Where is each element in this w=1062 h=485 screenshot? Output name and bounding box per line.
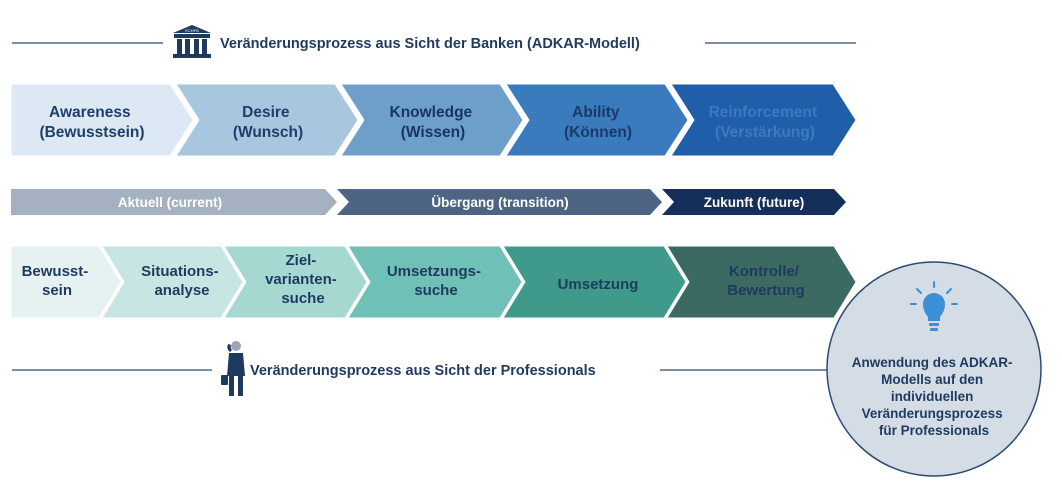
pro-step-line: Umsetzung: [558, 276, 639, 293]
pro-step-line: Ziel-: [285, 252, 316, 269]
pro-step-label: Kontrolle/ Bewertung: [727, 263, 805, 299]
adkar-step-label: Reinforcement (Verstärkung): [709, 104, 822, 141]
header-title: Veränderungsprozess aus Sicht der Banken…: [220, 36, 640, 52]
businessman-icon: [221, 341, 245, 396]
adkar-step-label: Awareness (Bewusstsein): [39, 104, 144, 141]
pro-step-line: analyse: [154, 282, 209, 299]
adkar-step-line2: (Bewusstsein): [39, 124, 144, 141]
adkar-step-line1: Desire: [242, 104, 290, 121]
adkar-step-line1: Knowledge: [390, 104, 473, 121]
adkar-step-label: Knowledge (Wissen): [390, 104, 477, 141]
pro-step-zielvariantensuche: Ziel- varianten- suche: [223, 245, 368, 319]
chevron-shape: [223, 245, 368, 319]
pro-step-line: varianten-: [265, 271, 337, 288]
chevron-shape: [340, 83, 524, 157]
adkar-step-desire: Desire (Wunsch): [175, 83, 359, 157]
phase-current: Aktuell (current): [11, 189, 337, 215]
pro-step-bewusstsein: Bewusst- sein: [10, 245, 122, 319]
pro-step-label: Umsetzungs- suche: [387, 263, 485, 299]
callout-line: individuellen: [891, 389, 974, 404]
chevron-shape: [502, 245, 687, 319]
adkar-step-awareness: Awareness (Bewusstsein): [10, 83, 194, 157]
footer-title: Veränderungsprozess aus Sicht der Profes…: [250, 363, 596, 379]
pro-step-label: Bewusst- sein: [22, 263, 93, 299]
pro-step-label: Ziel- varianten- suche: [265, 252, 341, 307]
phase-shape: [662, 189, 846, 215]
callout: Anwendung des ADKAR- Modells auf den ind…: [826, 261, 1042, 477]
bank-building-icon: ECHFB: [173, 25, 211, 58]
adkar-step-label: Desire (Wunsch): [233, 104, 303, 141]
adkar-chevron-row: Awareness (Bewusstsein) Desire (Wunsch) …: [10, 83, 857, 157]
chevron-shape: [10, 83, 194, 157]
phase-label: Zukunft (future): [704, 195, 804, 210]
footer: Veränderungsprozess aus Sicht der Profes…: [12, 341, 832, 396]
chevron-shape: [666, 245, 857, 319]
adkar-step-line1: Awareness: [49, 104, 131, 121]
adkar-step-knowledge: Knowledge (Wissen): [340, 83, 524, 157]
callout-line: Modells auf den: [881, 372, 983, 387]
chevron-shape: [101, 245, 244, 319]
chevron-shape: [10, 245, 122, 319]
pro-step-line: Bewertung: [727, 282, 805, 299]
phase-bar: Aktuell (current) Übergang (transition) …: [11, 189, 846, 215]
adkar-step-line1: Ability: [572, 104, 620, 121]
phase-label: Aktuell (current): [118, 195, 222, 210]
callout-line: Anwendung des ADKAR-: [852, 355, 1013, 370]
pro-step-line: suche: [414, 282, 457, 299]
callout-text: Anwendung des ADKAR- Modells auf den ind…: [852, 355, 1017, 438]
pro-step-kontrolle-bewertung: Kontrolle/ Bewertung: [666, 245, 857, 319]
chevron-shape: [670, 83, 857, 157]
adkar-step-line1: Reinforcement: [709, 104, 818, 121]
phase-transition: Übergang (transition): [337, 189, 662, 215]
callout-line: Veränderungsprozess: [862, 406, 1003, 421]
pro-step-line: sein: [42, 282, 72, 299]
header: ECHFB Veränderungsprozess aus Sicht der …: [12, 25, 856, 58]
chevron-shape: [505, 83, 689, 157]
callout-line: für Professionals: [879, 423, 989, 438]
phase-shape: [337, 189, 662, 215]
phase-future: Zukunft (future): [662, 189, 846, 215]
adkar-step-line2: (Wunsch): [233, 124, 303, 141]
pro-step-line: Umsetzungs-: [387, 263, 481, 280]
adkar-step-line2: (Wissen): [401, 124, 465, 141]
adkar-step-label: Ability (Können): [564, 104, 632, 141]
lightbulb-icon: [910, 281, 958, 331]
adkar-step-line2: (Verstärkung): [715, 124, 815, 141]
pro-step-label: Situations- analyse: [141, 263, 223, 299]
pro-step-situationsanalyse: Situations- analyse: [101, 245, 244, 319]
phase-label: Übergang (transition): [431, 195, 568, 210]
pro-step-line: Kontrolle/: [729, 263, 800, 280]
adkar-step-ability: Ability (Können): [505, 83, 689, 157]
phase-shape: [11, 189, 337, 215]
pro-step-line: Situations-: [141, 263, 219, 280]
adkar-step-line2: (Können): [564, 124, 632, 141]
bank-sign-text: ECHFB: [185, 28, 199, 33]
adkar-step-reinforcement: Reinforcement (Verstärkung): [670, 83, 857, 157]
pro-step-label: Umsetzung: [558, 276, 639, 293]
chevron-shape: [347, 245, 523, 319]
chevron-shape: [175, 83, 359, 157]
pro-step-umsetzungssuche: Umsetzungs- suche: [347, 245, 523, 319]
pro-step-line: Bewusst-: [22, 263, 89, 280]
callout-circle: [826, 261, 1042, 477]
pro-step-umsetzung: Umsetzung: [502, 245, 687, 319]
professional-chevron-row: Bewusst- sein Situations- analyse Ziel- …: [10, 245, 857, 319]
pro-step-line: suche: [281, 290, 324, 307]
